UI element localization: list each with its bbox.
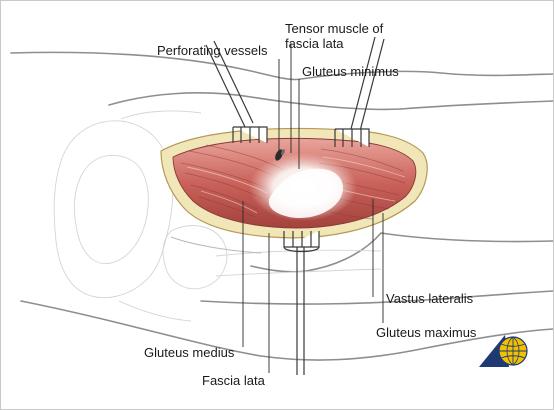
tendon-core [268,168,343,219]
table-line [200,290,553,305]
label-gluteus-medius: Gluteus medius [144,345,235,360]
retractor-upper-right [334,36,385,147]
labels: Tensor muscle of fascia lata Perforating… [144,21,477,388]
label-fascia-lata: Fascia lata [202,373,266,388]
label-gluteus-minimus: Gluteus minimus [302,64,399,79]
retractor-lower [283,231,320,375]
thigh-upper-contour [400,100,553,110]
label-tensor-muscle-line2: fascia lata [285,36,344,51]
retractor-head [232,126,268,143]
label-perforating-vessels: Perforating vessels [157,43,268,58]
upper-body-contour [10,51,553,81]
back-contour [108,92,402,111]
label-gluteus-maximus: Gluteus maximus [376,325,477,340]
perforating-vessels-mark [275,149,285,161]
lower-body-contour [20,300,553,361]
pelvis-ghost [53,120,174,299]
label-vastus-lateralis: Vastus lateralis [386,291,474,306]
femur-head-ghost [162,225,228,290]
globe-triangle-logo-icon [479,335,528,367]
retractor-upper-left [205,40,268,143]
leader-lines [242,43,384,373]
logo-globe-grid [499,336,527,366]
body-outline [10,51,553,361]
pelvis-ghost-inner [73,155,149,265]
label-tensor-muscle-line1: Tensor muscle of [285,21,384,36]
surgical-wound [160,127,428,239]
skin-fold [170,236,262,254]
retractor-head [334,128,370,147]
spine-ghost [118,110,202,322]
thigh-lower-contour [250,232,553,273]
